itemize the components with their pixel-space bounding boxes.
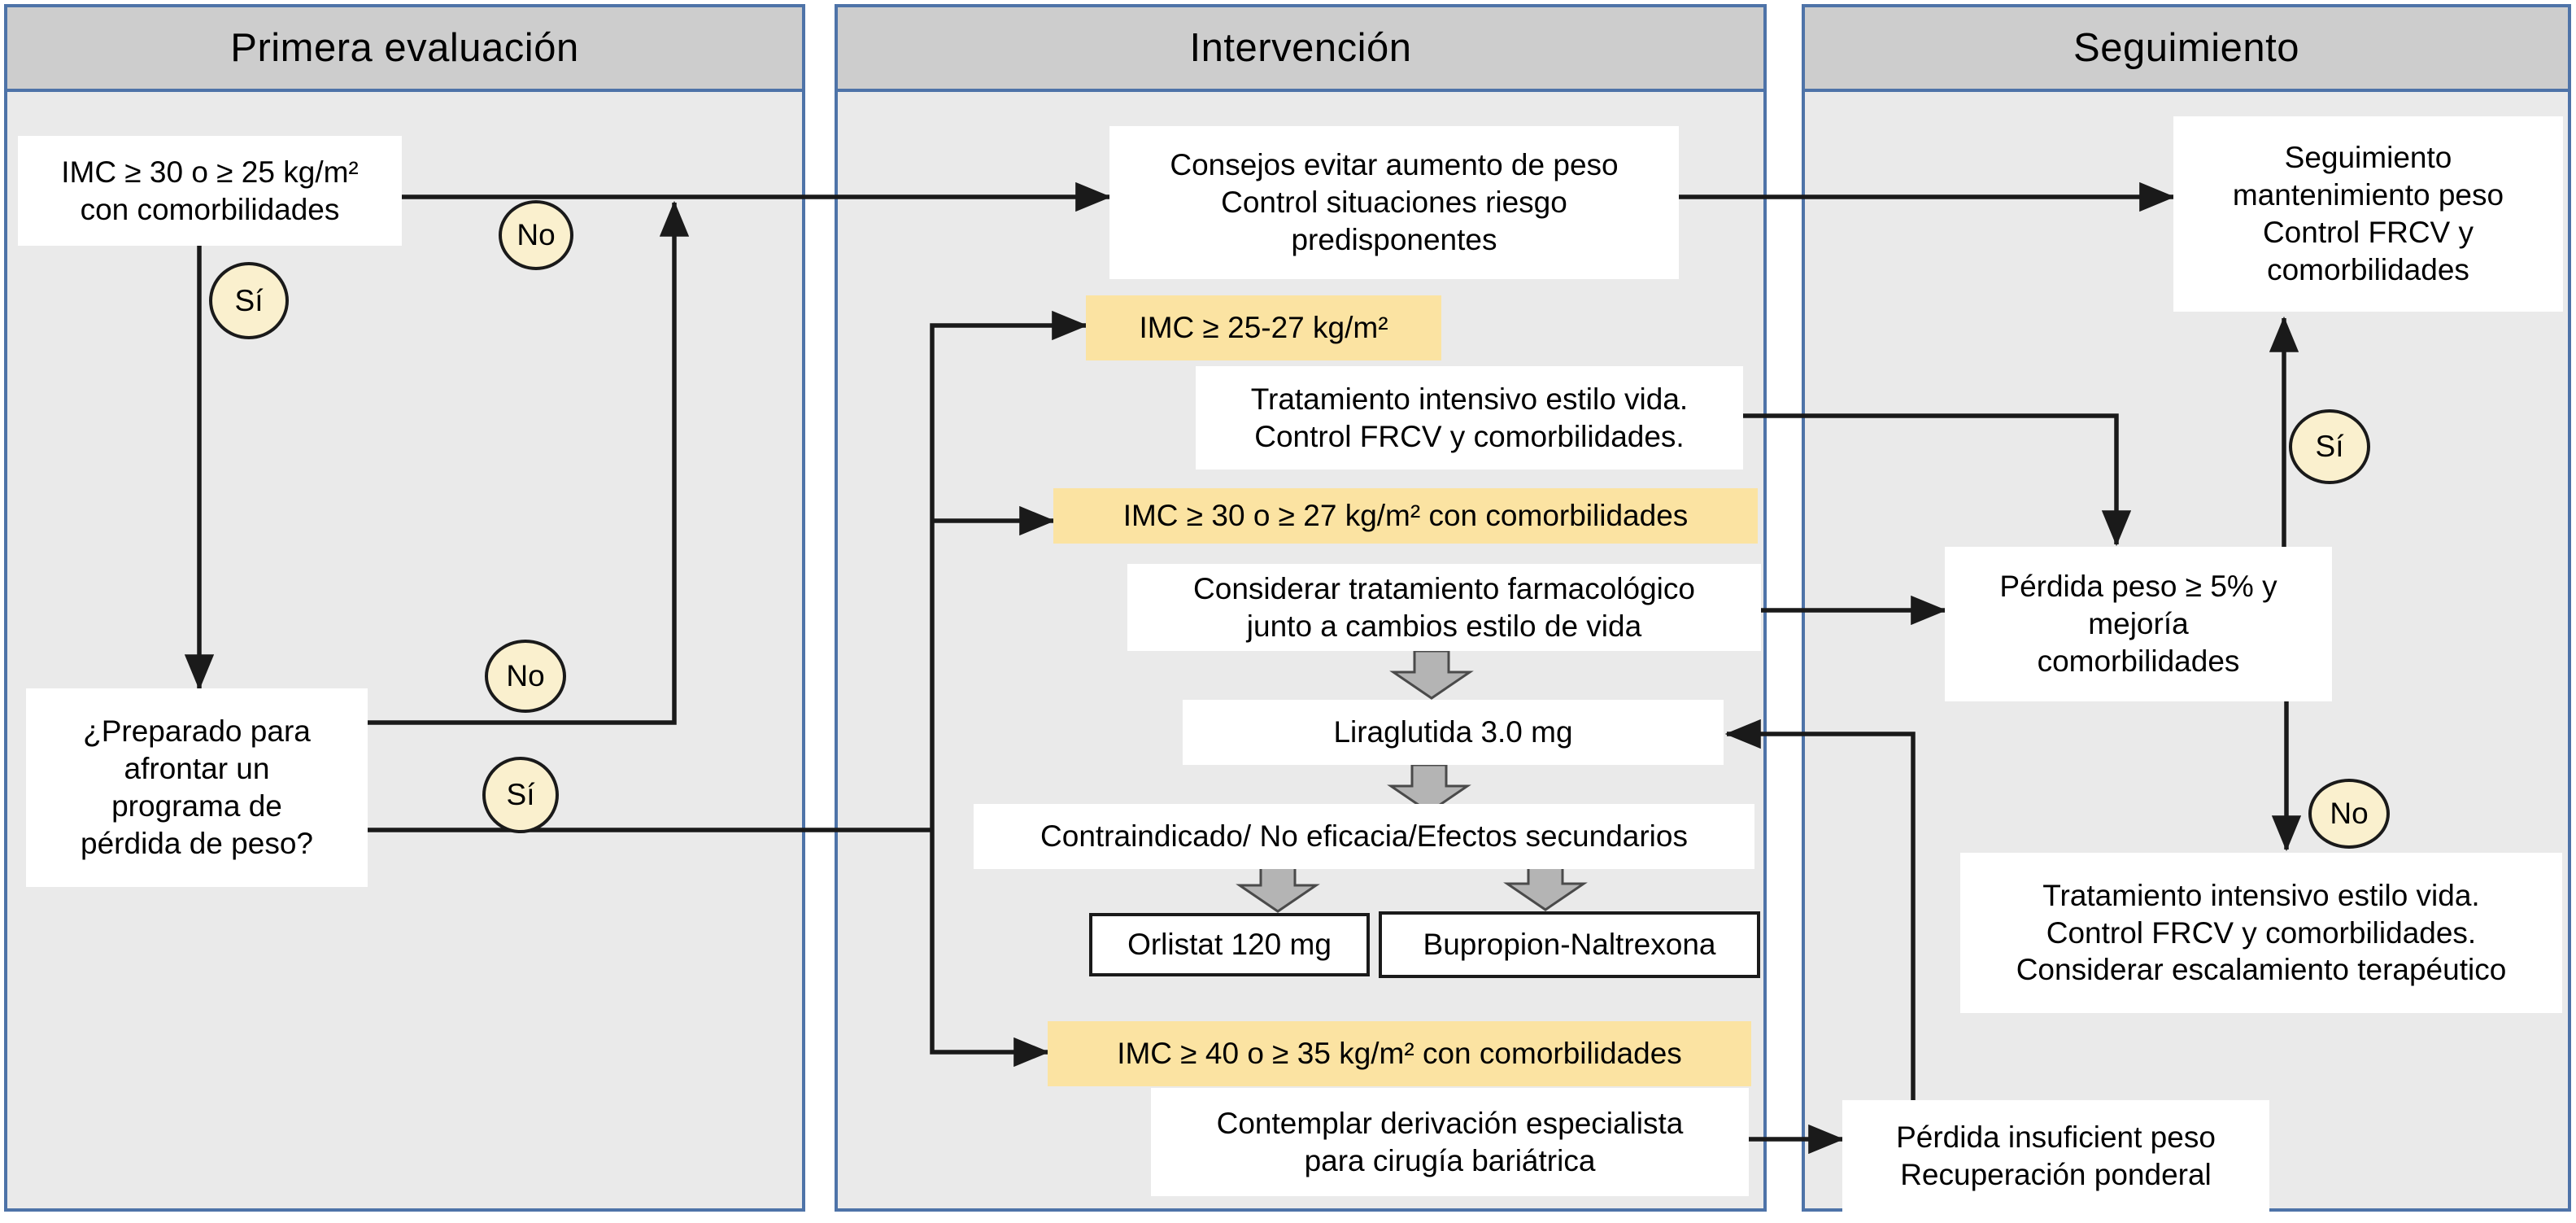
bubble-no-imc: No (499, 200, 573, 270)
bubble-si-perdida5: Sí (2289, 409, 2370, 484)
node-consejos-evitar-aumento: Consejos evitar aumento de peso Control … (1109, 126, 1679, 279)
node-imc-inicial: IMC ≥ 30 o ≥ 25 kg/m² con comorbilidades (18, 136, 402, 246)
arrow-trunk-to-imc2527 (930, 310, 1088, 830)
node-perdida-insuficiente: Pérdida insuficient peso Recuperación po… (1842, 1100, 2269, 1212)
node-imc-40-35: IMC ≥ 40 o ≥ 35 kg/m² con comorbilidades (1048, 1021, 1751, 1086)
column-header-primera-evaluacion: Primera evaluación (7, 7, 802, 92)
node-bupropion-naltrexona: Bupropion-Naltrexona (1379, 911, 1760, 978)
column-header-seguimiento: Seguimiento (1805, 7, 2568, 92)
node-contemplar-cirugia: Contemplar derivación especialista para … (1151, 1088, 1749, 1196)
arrow-tratamiento-to-perdida5 (1743, 413, 2132, 547)
node-imc-30-27: IMC ≥ 30 o ≥ 27 kg/m² con comorbilidades (1053, 488, 1758, 544)
node-contraindicado: Contraindicado/ No eficacia/Efectos secu… (974, 804, 1754, 869)
bubble-si-imc: Sí (209, 262, 289, 339)
node-tratamiento-escalamiento: Tratamiento intensivo estilo vida. Contr… (1960, 853, 2562, 1013)
block-arrow-down-3 (1236, 863, 1320, 913)
block-arrow-down-2 (1387, 763, 1471, 814)
bubble-no-preparado: No (485, 640, 566, 713)
arrow-perdidains-to-liraglutida (1724, 719, 1916, 1100)
node-seguimiento-mantenimiento: Seguimiento mantenimiento peso Control F… (2173, 116, 2563, 312)
arrow-trunk-to-imc4035 (930, 830, 1050, 1068)
node-preparado-programa: ¿Preparado para afrontar un programa de … (26, 688, 368, 887)
bubble-si-preparado: Sí (482, 757, 559, 833)
node-liraglutida: Liraglutida 3.0 mg (1183, 700, 1724, 765)
column-header-intervencion: Intervención (838, 7, 1763, 92)
arrow-preparado-no-return (368, 200, 690, 725)
node-orlistat: Orlistat 120 mg (1089, 913, 1370, 976)
node-considerar-farmacologico: Considerar tratamiento farmacológico jun… (1127, 564, 1761, 651)
block-arrow-down-1 (1389, 649, 1474, 700)
node-tratamiento-intensivo-vida: Tratamiento intensivo estilo vida. Contr… (1196, 366, 1743, 470)
bubble-no-perdida5: No (2308, 779, 2390, 849)
node-perdida-peso-5: Pérdida peso ≥ 5% y mejoría comorbilidad… (1945, 547, 2332, 701)
node-imc-25-27: IMC ≥ 25-27 kg/m² (1086, 295, 1441, 360)
block-arrow-down-4 (1503, 861, 1588, 911)
